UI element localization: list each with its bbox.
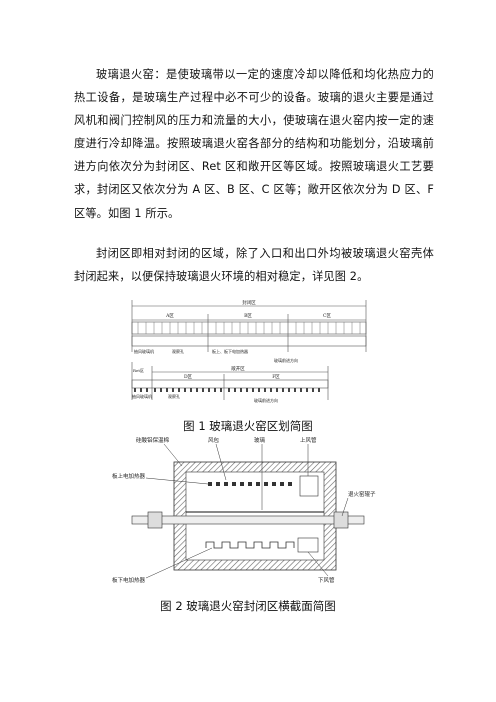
figure-1-caption: 图 1 玻璃退火窑区划简图 <box>183 419 313 433</box>
closed-zone-section <box>131 300 367 352</box>
figure-2-caption: 图 2 玻璃退火窑封闭区横截面简图 <box>160 599 336 613</box>
label-air-duct: 风包 <box>208 436 220 444</box>
label-zone-a: A区 <box>165 313 174 319</box>
label-zone-d: D区 <box>184 374 193 380</box>
open-zone-section <box>131 362 329 400</box>
label-upper-heater: 板上电加热器 <box>112 472 146 480</box>
roller <box>131 511 365 529</box>
label-zone-c: C区 <box>323 313 331 319</box>
label-fan-bottom: 抽风玻璃机 <box>132 393 152 399</box>
label-fan-left: 抽风玻璃机 <box>134 348 154 354</box>
leader-lines <box>145 443 349 579</box>
upper-heaters <box>208 482 292 486</box>
label-roller: 退火窑辊子 <box>348 490 376 498</box>
label-heater: 板上、板下电加热器 <box>212 348 248 354</box>
label-zone-b: B区 <box>244 313 252 319</box>
upper-air-duct <box>299 475 319 497</box>
label-zone-f: F区 <box>272 374 280 380</box>
label-vent: 观察孔 <box>172 348 184 354</box>
figure-1-zone-diagram: 封闭区 A区 B区 C区 抽风玻璃机 观察孔 板上、板下电加热器 玻璃前进方向 … <box>131 299 367 403</box>
label-vent-bottom: 观察孔 <box>168 393 180 399</box>
closed-zone-ticks <box>137 322 361 334</box>
label-direction-top: 玻璃前进方向 <box>274 357 298 363</box>
paragraph-intro: 玻璃退火窑：是使玻璃带以一定的速度冷却以降低和均化热应力的热工设备，是玻璃生产过… <box>74 68 434 220</box>
label-upper-pipe: 上风管 <box>300 436 317 444</box>
lower-heaters <box>205 541 295 549</box>
figure-2-cross-section: 硅酸铝保温棉 风包 玻璃 上风管 板上电加热器 退火窑辊子 板下电加热器 下风管 <box>112 436 376 584</box>
paragraph-closed-zone: 封闭区即相对封闭的区域，除了入口和出口外均被玻璃退火窑壳体封闭起来，以便保持玻璃… <box>74 247 434 284</box>
label-glass: 玻璃 <box>254 436 266 444</box>
label-closed-zone: 封闭区 <box>242 299 256 306</box>
label-lower-pipe: 下风管 <box>318 576 335 584</box>
label-direction-bottom: 玻璃前进方向 <box>254 397 278 403</box>
open-zone-rollers <box>134 388 320 392</box>
label-insulation: 硅酸铝保温棉 <box>136 436 170 444</box>
label-open-zone: 敞开区 <box>231 365 245 372</box>
label-ret-zone: Ret区 <box>133 368 144 373</box>
label-lower-heater: 板下电加热器 <box>112 576 146 584</box>
